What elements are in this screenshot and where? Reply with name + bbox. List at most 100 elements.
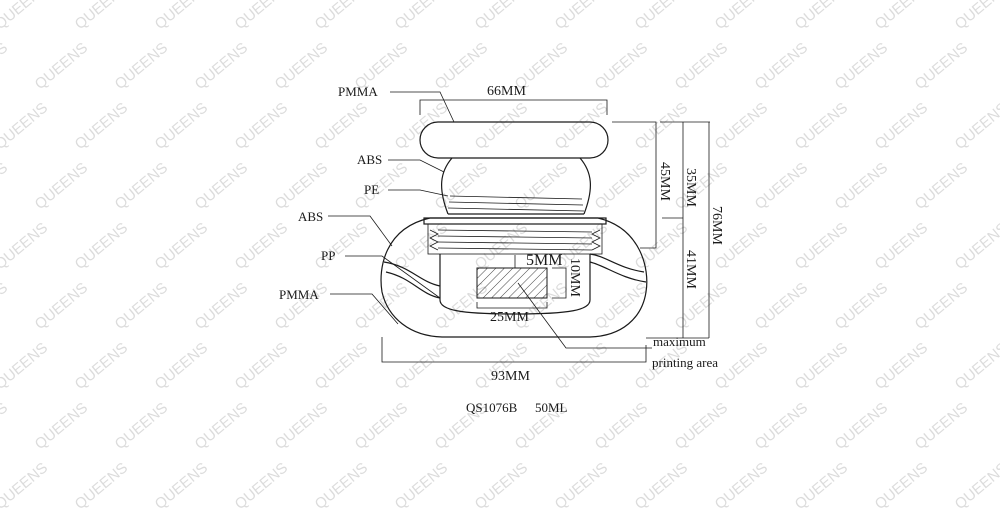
printing-area-hatch <box>476 267 548 299</box>
watermark-text: QUEENS <box>472 219 531 273</box>
watermark-text: QUEENS <box>712 99 771 153</box>
watermark-text: QUEENS <box>632 219 691 273</box>
watermark-text: QUEENS <box>0 399 11 453</box>
watermark-text: QUEENS <box>872 0 931 33</box>
watermark-text: QUEENS <box>712 459 771 513</box>
label-jar-outer-material: PMMA <box>279 287 319 302</box>
watermark-text: QUEENS <box>792 0 851 33</box>
watermark-text: QUEENS <box>672 399 731 453</box>
dim-cap-height: 45MM <box>657 162 672 201</box>
watermark-text: QUEENS <box>552 339 611 393</box>
watermark-text: QUEENS <box>872 339 931 393</box>
watermark-text: QUEENS <box>632 0 691 33</box>
label-liner-material: PE <box>364 182 379 197</box>
watermark-text: QUEENS <box>752 159 811 213</box>
watermark-text: QUEENS <box>632 99 691 153</box>
watermark-text: QUEENS <box>312 0 371 33</box>
watermark-text: QUEENS <box>32 39 91 93</box>
watermark-text: QUEENS <box>832 279 891 333</box>
watermark-text: QUEENS <box>0 459 51 513</box>
watermark-text: QUEENS <box>472 99 531 153</box>
watermark-text: QUEENS <box>392 99 451 153</box>
watermark-text: QUEENS <box>392 0 451 33</box>
dim-print-vertical: 10MM <box>567 258 582 297</box>
watermark-text: QUEENS <box>792 339 851 393</box>
watermark-text: QUEENS <box>32 159 91 213</box>
watermark-text: QUEENS <box>872 219 931 273</box>
watermark-text: QUEENS <box>912 159 971 213</box>
dimension-lines <box>381 99 710 363</box>
watermark-text: QUEENS <box>912 399 971 453</box>
watermark-text: QUEENS <box>0 39 11 93</box>
jar-outer-pmma <box>380 217 648 338</box>
watermark-text: QUEENS <box>832 399 891 453</box>
watermark-text: QUEENS <box>352 159 411 213</box>
watermark-text: QUEENS <box>472 0 531 33</box>
watermark-text: QUEENS <box>152 339 211 393</box>
label-cap-neck-material: ABS <box>357 152 382 167</box>
watermark-text: QUEENS <box>192 279 251 333</box>
watermark-text: QUEENS <box>192 39 251 93</box>
watermark-text: QUEENS <box>272 39 331 93</box>
label-jar-shoulder-material: ABS <box>298 209 323 224</box>
material-leaders <box>328 91 455 325</box>
dim-upper-height: 35MM <box>683 168 698 207</box>
watermark-text: QUEENS <box>872 99 931 153</box>
watermark-text: QUEENS <box>112 39 171 93</box>
watermark-text: QUEENS <box>72 339 131 393</box>
watermark-text: QUEENS <box>0 339 51 393</box>
cap-top-pmma <box>419 121 609 159</box>
watermark-text: QUEENS <box>0 0 51 33</box>
watermark-text: QUEENS <box>32 399 91 453</box>
watermark-text: QUEENS <box>232 0 291 33</box>
watermark-text: QUEENS <box>32 279 91 333</box>
watermark-text: QUEENS <box>232 339 291 393</box>
watermark-text: QUEENS <box>272 399 331 453</box>
watermark-text: QUEENS <box>312 459 371 513</box>
label-inner-cup-material: PP <box>321 248 335 263</box>
watermark-text: QUEENS <box>432 159 491 213</box>
watermark-text: QUEENS <box>952 0 1000 33</box>
watermark-text: QUEENS <box>192 159 251 213</box>
watermark-text: QUEENS <box>232 99 291 153</box>
watermark-text: QUEENS <box>832 159 891 213</box>
watermark-text: QUEENS <box>392 459 451 513</box>
dim-print-width: 25MM <box>490 310 529 325</box>
watermark-text: QUEENS <box>592 159 651 213</box>
watermark-text: QUEENS <box>0 99 51 153</box>
dim-total-height: 76MM <box>709 206 724 245</box>
watermark-text: QUEENS <box>632 459 691 513</box>
watermark-text: QUEENS <box>72 219 131 273</box>
watermark-text: QUEENS <box>512 159 571 213</box>
watermark-text: QUEENS <box>912 279 971 333</box>
watermark-text: QUEENS <box>392 219 451 273</box>
dim-total-width: 93MM <box>491 369 530 384</box>
inner-cup-pp <box>439 254 591 315</box>
watermark-text: QUEENS <box>792 459 851 513</box>
watermark-text: QUEENS <box>152 219 211 273</box>
watermark-text: QUEENS <box>232 219 291 273</box>
watermark-text: QUEENS <box>152 0 211 33</box>
watermark-text: QUEENS <box>952 219 1000 273</box>
dim-cap-width: 66MM <box>487 84 526 99</box>
watermark-text: QUEENS <box>0 219 51 273</box>
caption-model: QS1076B <box>466 400 518 415</box>
watermark-text: QUEENS <box>72 459 131 513</box>
watermark-text: QUEENS <box>432 39 491 93</box>
watermark-text: QUEENS <box>0 159 11 213</box>
watermark-text: QUEENS <box>792 219 851 273</box>
watermark-text: QUEENS <box>872 459 931 513</box>
watermark-text: QUEENS <box>472 339 531 393</box>
watermark-text: QUEENS <box>952 339 1000 393</box>
watermark-text: QUEENS <box>592 399 651 453</box>
jar <box>380 217 648 338</box>
watermark-text: QUEENS <box>712 339 771 393</box>
watermark-text: QUEENS <box>672 279 731 333</box>
watermark-text: QUEENS <box>952 99 1000 153</box>
cap <box>419 121 609 215</box>
watermark-text: QUEENS <box>552 459 611 513</box>
watermark-text: QUEENS <box>952 459 1000 513</box>
watermark-text: QUEENS <box>832 39 891 93</box>
watermark-text: QUEENS <box>72 99 131 153</box>
